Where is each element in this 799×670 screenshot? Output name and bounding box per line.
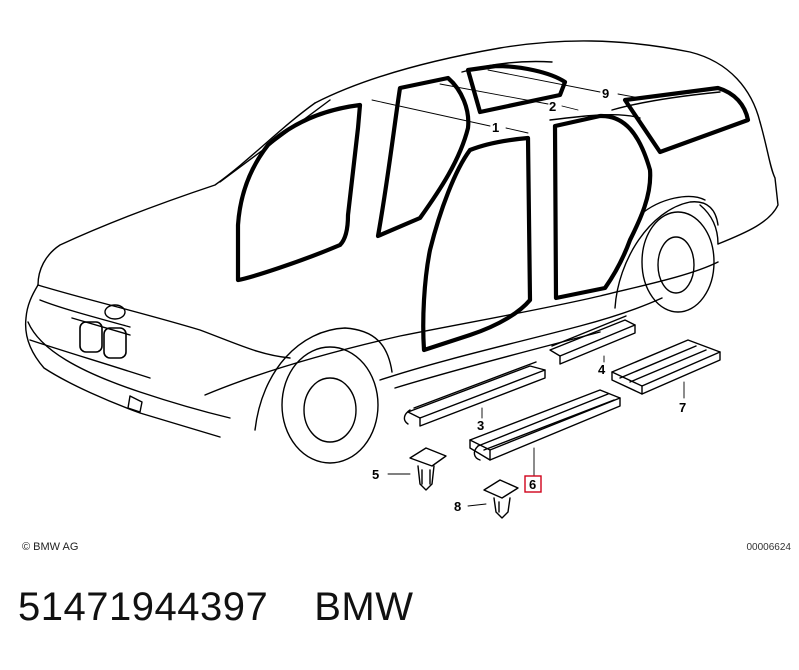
rear-wheel <box>614 201 719 313</box>
sill-strip-3 <box>403 361 546 427</box>
callout-6-highlight-box <box>524 475 542 493</box>
copyright-label: © BMW AG <box>22 541 79 553</box>
part-number: 51471944397 <box>18 585 269 629</box>
parts-diagram: 1 2 9 3 4 7 5 8 6 <box>24 40 779 519</box>
callout-4: 4 <box>598 362 606 377</box>
sill-strip-7 <box>611 339 721 395</box>
clip-5 <box>409 447 447 491</box>
front-wheel <box>254 327 393 464</box>
brand-name: BMW <box>314 585 414 629</box>
callout-5: 5 <box>372 467 379 482</box>
sill-strip-4 <box>549 315 636 365</box>
callout-8: 8 <box>454 499 461 514</box>
car-body-outline <box>24 40 779 438</box>
callout-9: 9 <box>602 86 609 101</box>
callout-7: 7 <box>679 400 686 415</box>
image-number: 00006624 <box>746 542 792 553</box>
callout-2: 2 <box>549 99 556 114</box>
callout-1: 1 <box>492 120 499 135</box>
sill-strip-6 <box>469 389 621 461</box>
clip-8 <box>483 479 519 519</box>
door-window-seals <box>235 63 751 353</box>
leader-lines <box>371 69 685 507</box>
callout-6: 6 <box>529 477 536 492</box>
callout-3: 3 <box>477 418 484 433</box>
part-caption: 51471944397 BMW <box>18 585 413 630</box>
